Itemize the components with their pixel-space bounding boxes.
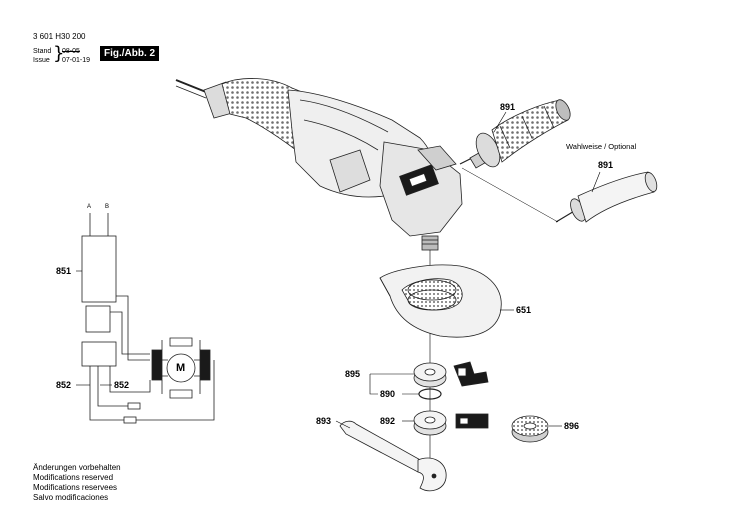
part-number-651: 651 <box>516 305 532 315</box>
stand-date: 08-05 <box>62 48 80 55</box>
terminal-b-label: B <box>105 204 110 210</box>
part-number-851: 851 <box>56 266 72 276</box>
figure-badge: Fig./Abb. 2 <box>100 46 160 61</box>
quick-clamp-nut <box>511 415 549 443</box>
clamping-nut <box>413 410 489 436</box>
part-number-891-standard: 891 <box>500 102 516 112</box>
part-number-895: 895 <box>345 369 361 379</box>
two-pin-spanner <box>339 420 447 492</box>
footer-notes: Änderungen vorbehalten Modifications res… <box>33 463 121 503</box>
part-number-893: 893 <box>316 416 332 426</box>
spindle <box>421 235 439 251</box>
issue-date: 07-01-19 <box>62 57 91 64</box>
electronics-module <box>81 341 117 367</box>
part-number-891-optional: 891 <box>598 160 614 170</box>
brace-glyph: } <box>53 43 65 64</box>
aux-handle-optional <box>555 171 658 223</box>
terminal-a-label: A <box>87 204 92 210</box>
part-number-896: 896 <box>564 421 580 431</box>
part-number-852-b: 852 <box>114 380 130 390</box>
part-number-852-a: 852 <box>56 380 72 390</box>
part-number-890: 890 <box>380 389 396 399</box>
motor-label: M <box>176 362 186 374</box>
motor-symbol-circle <box>166 353 196 383</box>
flange-leaders <box>369 373 562 427</box>
aux-handle-standard <box>459 99 571 169</box>
wiring-leaders <box>76 270 112 386</box>
note-line: Salvo modificaciones <box>33 493 109 502</box>
document-number: 3 601 H30 200 <box>33 32 86 41</box>
stand-label: Stand <box>33 48 52 55</box>
optional-label: Wahlweise / Optional <box>566 142 637 151</box>
stand-issue-dates: 08-05 07-01-19 <box>62 47 90 65</box>
switch-box <box>81 235 117 303</box>
note-line: Modifications reservees <box>33 483 118 492</box>
note-line: Modifications reserved <box>33 473 114 482</box>
part-number-892: 892 <box>380 416 396 426</box>
mounting-flange <box>413 361 489 388</box>
grinder-body <box>175 78 463 251</box>
stand-issue-labels: Stand Issue <box>33 47 51 65</box>
power-cable <box>175 79 207 93</box>
wiring-diagram <box>81 213 215 424</box>
note-line: Änderungen vorbehalten <box>33 463 121 472</box>
issue-label: Issue <box>33 57 50 64</box>
wheel-guard <box>379 264 502 338</box>
